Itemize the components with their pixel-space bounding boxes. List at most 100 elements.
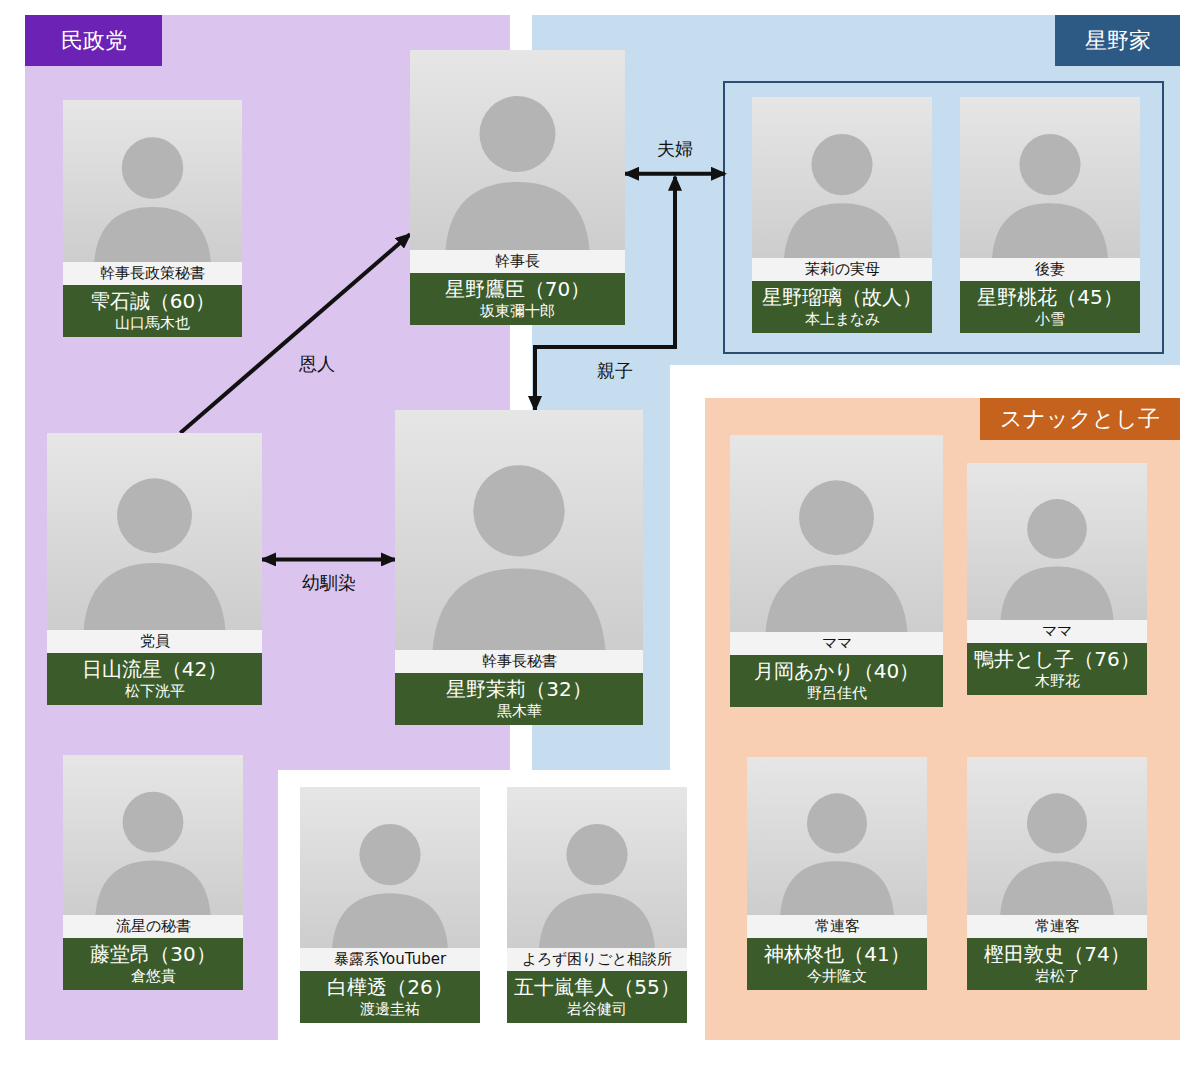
- photo-placeholder: [395, 410, 643, 650]
- silhouette-head: [1027, 499, 1087, 559]
- character-card: 茉莉の実母星野瑠璃（故人）本上まなみ: [752, 97, 932, 333]
- silhouette-body: [780, 861, 894, 915]
- relation-label: 恩人: [295, 351, 339, 377]
- character-name: 神林柊也（41）: [749, 941, 925, 967]
- photo-placeholder: [410, 50, 625, 250]
- portrait-silhouette: [63, 755, 243, 915]
- actor-name: 岩谷健司: [509, 1000, 685, 1019]
- region-panel: スナックとし子ママ月岡あかり（40）野呂佳代ママ鴨井とし子（76）木野花常連客神…: [705, 398, 1180, 1040]
- photo-placeholder: [507, 787, 687, 948]
- role-label: 幹事長秘書: [395, 650, 643, 673]
- name-plate: 五十嵐隼人（55）岩谷健司: [507, 971, 687, 1023]
- photo-placeholder: [747, 757, 927, 915]
- portrait-silhouette: [967, 757, 1147, 915]
- character-name: 日山流星（42）: [49, 656, 260, 682]
- character-name: 星野茉莉（32）: [397, 676, 641, 702]
- photo-placeholder: [300, 787, 480, 948]
- role-label: 常連客: [967, 915, 1147, 938]
- character-card: 暴露系YouTuber白樺透（26）渡邊圭祐: [300, 787, 480, 1023]
- role-label: ママ: [967, 620, 1147, 643]
- name-plate: 星野桃花（45）小雪: [960, 281, 1140, 333]
- role-label: 流星の秘書: [63, 915, 243, 938]
- silhouette-body: [446, 182, 590, 250]
- silhouette-body: [784, 203, 900, 258]
- character-card: 流星の秘書藤堂昂（30）倉悠貴: [63, 755, 243, 990]
- silhouette-head: [473, 465, 564, 556]
- character-name: 鴨井とし子（76）: [969, 646, 1145, 672]
- photo-placeholder: [63, 755, 243, 915]
- role-label: 幹事長政策秘書: [63, 262, 242, 285]
- character-card: 常連客神林柊也（41）今井隆文: [747, 757, 927, 990]
- role-label: よろず困りごと相談所: [507, 948, 687, 971]
- portrait-silhouette: [752, 97, 932, 258]
- actor-name: 渡邊圭祐: [302, 1000, 478, 1019]
- photo-placeholder: [960, 97, 1140, 258]
- region-tag: スナックとし子: [980, 398, 1180, 440]
- portrait-silhouette: [960, 97, 1140, 258]
- silhouette-head: [799, 480, 874, 555]
- role-label: 茉莉の実母: [752, 258, 932, 281]
- relation-arrow: [535, 177, 675, 410]
- relation-label: 夫婦: [653, 136, 697, 162]
- character-name: 月岡あかり（40）: [732, 658, 941, 684]
- photo-placeholder: [63, 100, 242, 262]
- relation-label: 幼馴染: [298, 570, 360, 596]
- name-plate: 雫石誠（60）山口馬木也: [63, 285, 242, 337]
- character-card: 党員日山流星（42）松下洸平: [47, 433, 262, 705]
- silhouette-head: [811, 134, 872, 195]
- silhouette-head: [480, 96, 556, 172]
- portrait-silhouette: [747, 757, 927, 915]
- photo-placeholder: [752, 97, 932, 258]
- silhouette-body: [1000, 861, 1114, 915]
- relation-arrow: [180, 234, 410, 433]
- portrait-silhouette: [300, 787, 480, 948]
- character-name: 藤堂昂（30）: [65, 941, 241, 967]
- relation-label: 親子: [593, 358, 637, 384]
- character-card: ママ鴨井とし子（76）木野花: [967, 463, 1147, 695]
- character-card: 幹事長政策秘書雫石誠（60）山口馬木也: [63, 100, 242, 337]
- silhouette-head: [807, 793, 867, 853]
- character-card: 常連客樫田敦史（74）岩松了: [967, 757, 1147, 990]
- actor-name: 松下洸平: [49, 682, 260, 701]
- actor-name: 倉悠貴: [65, 967, 241, 986]
- actor-name: 本上まなみ: [754, 310, 930, 329]
- photo-placeholder: [967, 757, 1147, 915]
- character-name: 五十嵐隼人（55）: [509, 974, 685, 1000]
- actor-name: 野呂佳代: [732, 684, 941, 703]
- silhouette-body: [1000, 567, 1113, 620]
- region-tag: 民政党: [25, 15, 162, 66]
- portrait-silhouette: [410, 50, 625, 250]
- name-plate: 星野鷹臣（70）坂東彌十郎: [410, 273, 625, 325]
- silhouette-head: [123, 792, 184, 853]
- role-label: ママ: [730, 632, 943, 655]
- portrait-silhouette: [395, 410, 643, 650]
- portrait-silhouette: [63, 100, 242, 262]
- portrait-silhouette: [730, 435, 943, 632]
- actor-name: 木野花: [969, 672, 1145, 691]
- silhouette-head: [359, 824, 420, 885]
- actor-name: 坂東彌十郎: [412, 302, 623, 321]
- silhouette-head: [1027, 793, 1087, 853]
- character-name: 星野桃花（45）: [962, 284, 1138, 310]
- character-name: 樫田敦史（74）: [969, 941, 1145, 967]
- silhouette-head: [1019, 134, 1080, 195]
- name-plate: 藤堂昂（30）倉悠貴: [63, 938, 243, 990]
- role-label: 常連客: [747, 915, 927, 938]
- silhouette-body: [84, 563, 226, 630]
- actor-name: 小雪: [962, 310, 1138, 329]
- actor-name: 岩松了: [969, 967, 1145, 986]
- name-plate: 樫田敦史（74）岩松了: [967, 938, 1147, 990]
- name-plate: 神林柊也（41）今井隆文: [747, 938, 927, 990]
- name-plate: 日山流星（42）松下洸平: [47, 653, 262, 705]
- silhouette-body: [332, 893, 448, 948]
- role-label: 暴露系YouTuber: [300, 948, 480, 971]
- relation-arrow: [262, 557, 395, 561]
- silhouette-body: [95, 861, 210, 915]
- character-card: よろず困りごと相談所五十嵐隼人（55）岩谷健司: [507, 787, 687, 1023]
- group-box: 茉莉の実母星野瑠璃（故人）本上まなみ後妻星野桃花（45）小雪: [725, 83, 1162, 352]
- role-label: 幹事長: [410, 250, 625, 273]
- portrait-silhouette: [47, 433, 262, 630]
- actor-name: 今井隆文: [749, 967, 925, 986]
- photo-placeholder: [47, 433, 262, 630]
